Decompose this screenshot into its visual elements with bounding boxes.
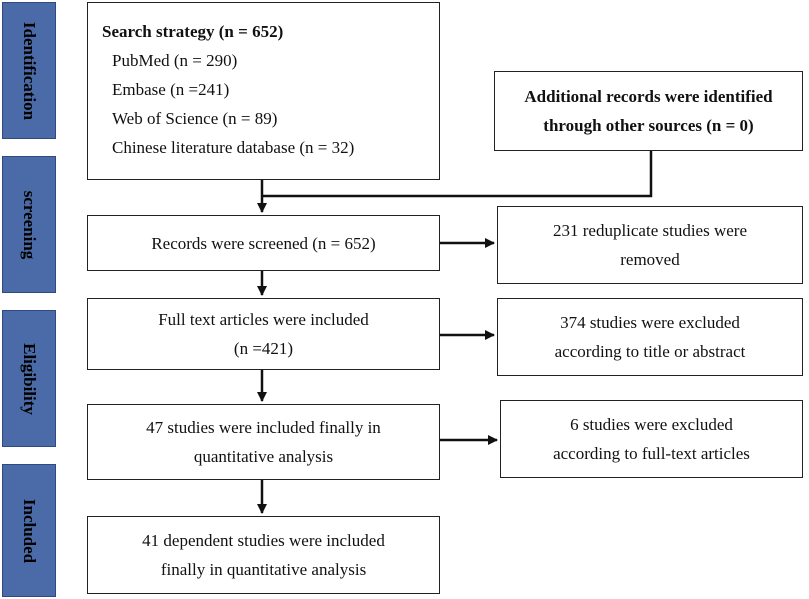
additional-records-box: Additional records were identified throu…	[494, 71, 803, 151]
final-included-line2: finally in quantitative analysis	[160, 560, 367, 579]
included-quantitative-line1: 47 studies were included finally in	[146, 418, 381, 437]
excluded-full-text-line1: 6 studies were excluded	[570, 415, 733, 434]
final-included-box: 41 dependent studies were included final…	[87, 516, 440, 594]
full-text-included-box: Full text articles were included (n =421…	[87, 298, 440, 370]
excluded-title-line1: 374 studies were excluded	[560, 313, 740, 332]
included-quantitative-line2: quantitative analysis	[193, 447, 334, 466]
full-text-included-line2: (n =421)	[233, 339, 294, 358]
phase-screening-label: screening	[20, 190, 39, 259]
records-screened-text: Records were screened (n = 652)	[151, 233, 376, 253]
full-text-included-line1: Full text articles were included	[158, 310, 369, 329]
phase-identification-label: Identification	[20, 21, 39, 120]
excluded-title-abstract-box: 374 studies were excluded according to t…	[497, 298, 803, 376]
phase-eligibility-label: Eligibility	[20, 342, 39, 415]
duplicates-removed-line2: removed	[620, 250, 680, 269]
excluded-full-text-box: 6 studies were excluded according to ful…	[500, 400, 803, 478]
phase-included: Included	[2, 464, 56, 597]
excluded-title-line2: according to title or abstract	[554, 342, 746, 361]
search-strategy-title: Search strategy (n = 652)	[102, 22, 284, 41]
source-web-of-science: Web of Science (n = 89)	[112, 109, 278, 128]
duplicates-removed-box: 231 reduplicate studies were removed	[497, 206, 803, 284]
phase-eligibility: Eligibility	[2, 310, 56, 447]
duplicates-removed-line1: 231 reduplicate studies were	[552, 221, 747, 240]
search-strategy-box: Search strategy (n = 652) PubMed (n = 29…	[87, 2, 440, 180]
final-included-line1: 41 dependent studies were included	[142, 531, 385, 550]
phase-screening: screening	[2, 156, 56, 293]
phase-identification: Identification	[2, 2, 56, 139]
source-pubmed: PubMed (n = 290)	[112, 51, 238, 70]
excluded-full-text-line2: according to full-text articles	[553, 444, 750, 463]
phase-included-label: Included	[20, 498, 39, 563]
additional-records-line1: Additional records were identified	[524, 87, 773, 106]
source-chinese-database: Chinese literature database (n = 32)	[112, 138, 355, 157]
records-screened-box: Records were screened (n = 652)	[87, 215, 440, 271]
source-embase: Embase (n =241)	[112, 80, 230, 99]
additional-records-line2: through other sources (n = 0)	[543, 116, 754, 135]
included-quantitative-box: 47 studies were included finally in quan…	[87, 404, 440, 480]
